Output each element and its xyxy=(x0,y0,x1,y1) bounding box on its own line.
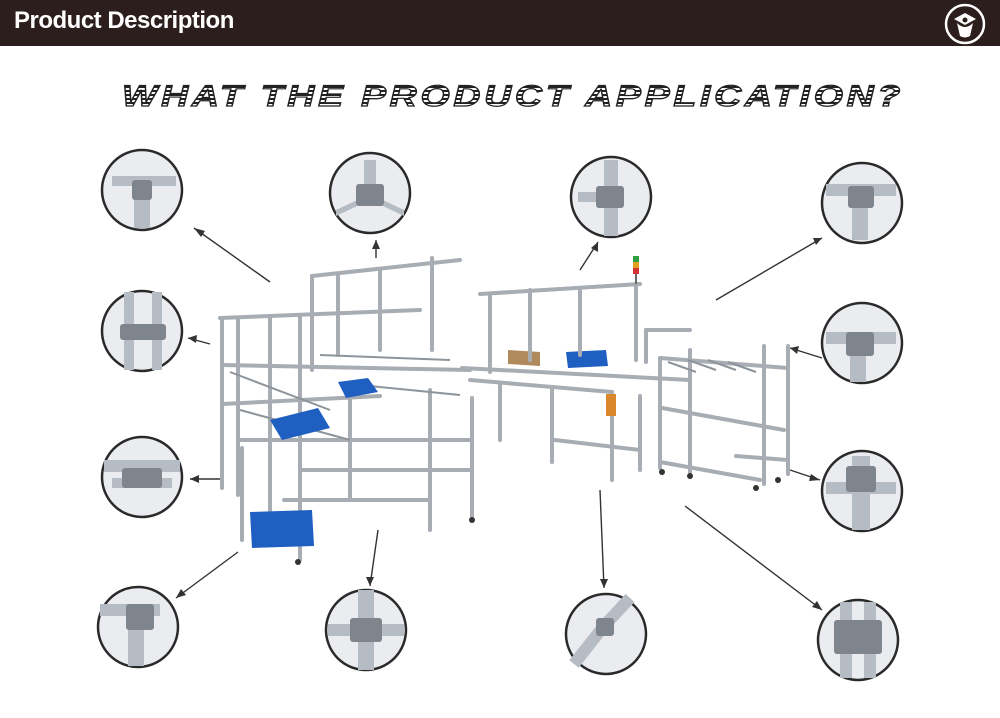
callout-bottom-center-right xyxy=(564,592,648,676)
callout-top-left xyxy=(100,148,184,232)
pointer-arrows xyxy=(175,227,823,611)
callout-lower-left xyxy=(100,435,184,519)
callout-top-center-right xyxy=(569,155,653,239)
pipe-cross-joint-icon xyxy=(350,618,382,642)
pipe-elbow-joint-icon xyxy=(848,186,874,208)
left-rack-rollers xyxy=(229,354,461,441)
header-bar: Product Description xyxy=(0,0,1000,46)
pipe-parallel-clamp-icon xyxy=(120,324,166,340)
callout-mid-left xyxy=(100,289,184,373)
pipe-corner-joint-icon xyxy=(132,180,152,200)
left-rack-frame xyxy=(218,256,474,562)
right-cart-frame xyxy=(658,344,790,486)
control-box xyxy=(606,394,616,416)
pipe-sleeve-joint-icon xyxy=(846,466,876,492)
callout-lower-right xyxy=(820,449,904,533)
pipe-cross-clamp-icon xyxy=(122,468,162,488)
signal-tower xyxy=(633,256,639,284)
pipe-end-cap-joint-icon xyxy=(846,332,874,356)
right-cart-rollers xyxy=(667,359,757,373)
callout-bottom-right xyxy=(816,598,900,682)
callout-bottom-left xyxy=(96,585,180,669)
pipe-double-clamp-icon xyxy=(834,620,882,654)
product-application-scene xyxy=(0,120,1000,718)
cart-wheels xyxy=(295,469,781,565)
shield-figure-logo-icon xyxy=(944,3,986,45)
pipe-swivel-joint-icon xyxy=(596,618,614,636)
pipe-bend-joint-icon xyxy=(126,604,154,630)
headline: WHAT THE PRODUCT APPLICATION? xyxy=(118,78,908,112)
arrow-heads xyxy=(176,228,822,610)
callout-bottom-center-left xyxy=(324,588,408,672)
headline-text: WHAT THE PRODUCT APPLICATION? xyxy=(122,80,904,112)
callout-mid-right xyxy=(820,301,904,385)
callout-top-center-left xyxy=(328,151,412,235)
center-workbench-frame xyxy=(460,282,692,482)
pipe-three-way-joint-icon xyxy=(356,184,384,206)
callout-top-right xyxy=(820,161,904,245)
pipe-tee-joint-icon xyxy=(596,186,624,208)
header-title: Product Description xyxy=(14,7,234,34)
